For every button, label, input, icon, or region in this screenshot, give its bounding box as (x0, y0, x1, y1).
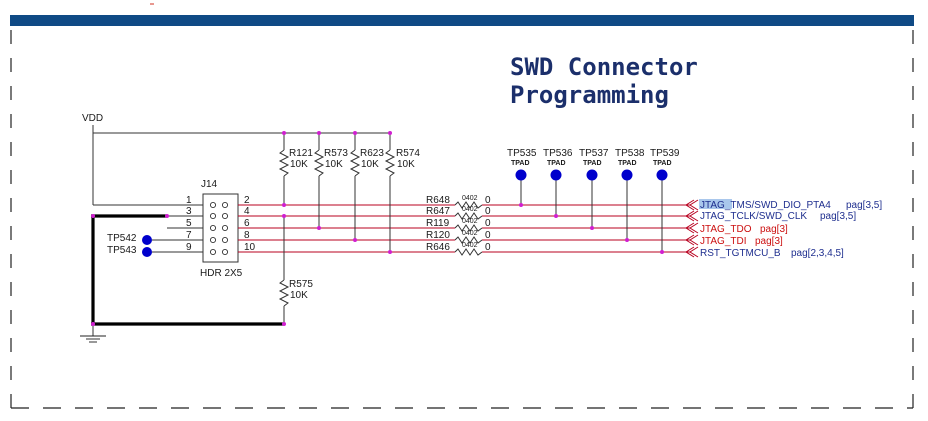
net-page-ref: pag[3,5] (846, 200, 882, 211)
connector-pins-left: 1 3 5 7 9 (167, 195, 203, 253)
signal-wires-left (238, 204, 455, 253)
net-page-ref: pag[2,3,4,5] (791, 248, 844, 259)
connector-ref: J14 (201, 179, 218, 190)
resistor-value: 0 (485, 206, 491, 217)
resistor-ref: R648 (426, 195, 450, 206)
testpoint-ref: TP543 (107, 245, 137, 256)
net-label-tclk: JTAG_TCLK/SWD_CLK (700, 211, 807, 222)
resistor-value: 0 (485, 195, 491, 206)
resistor-value: 0 (485, 242, 491, 253)
testpoint-pad (656, 169, 668, 181)
resistor-value: 0 (485, 218, 491, 229)
pin-number: 9 (186, 242, 192, 253)
connector-body (202, 193, 239, 263)
testpoint-ref: TP536 (543, 148, 573, 159)
resistor-ref: R121 (289, 148, 313, 159)
testpoint-pad (550, 169, 562, 181)
net-page-ref: pag[3,5] (820, 211, 856, 222)
testpoint-type: TPAD (511, 160, 530, 167)
testpoint-pad (515, 169, 527, 181)
pin-number: 1 (186, 195, 192, 206)
sheet-border (10, 30, 914, 409)
resistor-package: 0402 (462, 242, 478, 249)
pin-number: 8 (244, 230, 250, 241)
pullup-resistors (278, 133, 396, 252)
signal-wires-right (482, 204, 690, 253)
resistor-package: 0402 (462, 195, 478, 202)
resistor-ref: R120 (426, 230, 450, 241)
resistor-ref: R575 (289, 279, 313, 290)
connector-part: HDR 2X5 (200, 268, 243, 279)
net-label-tdo: JTAG_TDO (700, 224, 752, 235)
testpoint-pad (621, 169, 633, 181)
testpoint-stems (520, 176, 663, 252)
net-page-ref: pag[3] (755, 236, 783, 247)
pin-number: 10 (244, 242, 256, 253)
offpage-connectors (685, 199, 699, 258)
diagram-title-line2: Programming (510, 81, 669, 109)
testpoint-type: TPAD (547, 160, 566, 167)
testpoint-ref: TP537 (579, 148, 609, 159)
pin-number: 5 (186, 218, 192, 229)
testpoint-pad (142, 235, 152, 245)
resistor-ref: R647 (426, 206, 450, 217)
testpoint-ref: TP538 (615, 148, 645, 159)
resistor-ref: R119 (426, 218, 450, 229)
net-label-rst: RST_TGTMCU_B (700, 248, 781, 259)
net-label-tdi: JTAG_TDI (700, 236, 746, 247)
series-resistor-labels: R648 0402 0 R647 0402 0 R119 0402 0 R120… (426, 195, 491, 253)
resistor-package: 0402 (462, 206, 478, 213)
resistor-value: 10K (397, 159, 415, 170)
testpoint-ref: TP539 (650, 148, 680, 159)
connector-pins-right: 2 4 6 8 10 (244, 195, 256, 253)
pin-number: 2 (244, 195, 250, 206)
net-page-ref: pag[3] (760, 224, 788, 235)
pulldown-resistor (278, 216, 290, 324)
pin-number: 4 (244, 206, 250, 217)
pin-number: 3 (186, 206, 192, 217)
resistor-package: 0402 (462, 230, 478, 237)
junction-dots (91, 131, 664, 326)
net-label-tms: JTAG_TMS/SWD_DIO_PTA4 (700, 200, 831, 211)
header-bar (10, 15, 914, 26)
connector-pin-circles (209, 201, 229, 256)
resistor-value: 10K (290, 290, 308, 301)
net-label-highlight (699, 199, 732, 209)
resistor-value: 10K (325, 159, 343, 170)
testpoint-ref: TP542 (107, 233, 137, 244)
testpoint-type: TPAD (618, 160, 637, 167)
vdd-rail (92, 125, 390, 206)
series-resistors (454, 201, 483, 256)
resistor-value: 0 (485, 230, 491, 241)
pin-number: 6 (244, 218, 250, 229)
testpoint-type: TPAD (583, 160, 602, 167)
resistor-ref: R623 (360, 148, 384, 159)
testpoint-pad (142, 247, 152, 257)
resistor-package: 0402 (462, 218, 478, 225)
resistor-ref: R646 (426, 242, 450, 253)
diagram-title-line1: SWD Connector (510, 53, 698, 81)
pin-number: 7 (186, 230, 192, 241)
testpoint-pad (586, 169, 598, 181)
resistor-value: 10K (361, 159, 379, 170)
testpoint-ref: TP535 (507, 148, 537, 159)
vdd-label: VDD (82, 113, 103, 124)
resistor-value: 10K (290, 159, 308, 170)
testpoint-type: TPAD (653, 160, 672, 167)
resistor-ref: R574 (396, 148, 420, 159)
resistor-ref: R573 (324, 148, 348, 159)
